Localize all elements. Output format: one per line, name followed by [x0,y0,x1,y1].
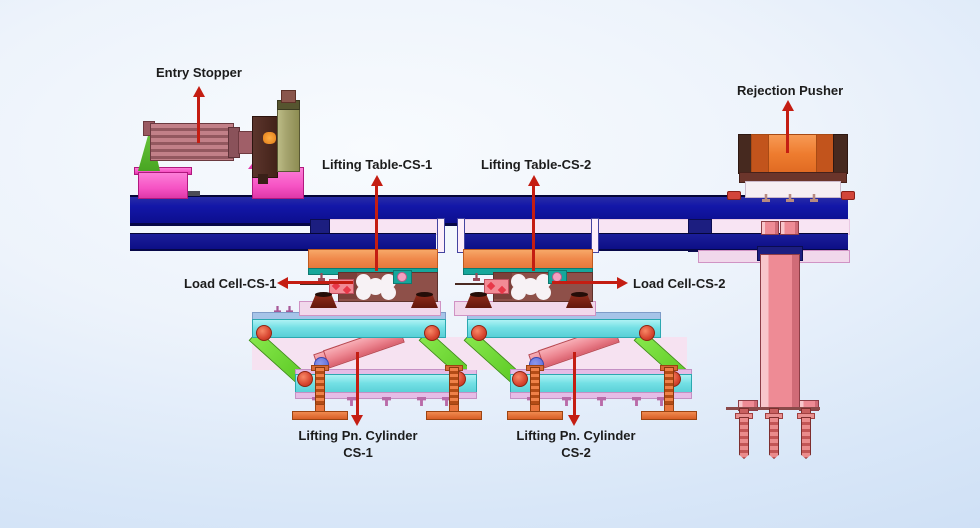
leveling-foot-rod [664,367,674,407]
rail-hanger-bolt [382,397,391,406]
frame-post [591,218,599,253]
lifting-cylinder-cs1-label-line1: Lifting Pn. Cylinder [298,428,418,443]
conveyor-cs2-pivot-pin [471,325,487,341]
table-stud [473,273,480,281]
reservoir-knob [281,90,296,103]
table-stud [318,273,325,281]
lifting-cylinder-cs2-label-line1: Lifting Pn. Cylinder [516,428,636,443]
conveyor-cs2-top-rail [467,319,661,338]
lifting-table-cs2 [463,249,593,270]
conveyor-cs1-pivot-pin [297,371,313,387]
load-cell-cs2-flexure [510,274,554,300]
lifting-cylinder-cs2-leader [573,352,576,416]
load-cell-cs2-leader [552,281,618,284]
column-upper-post [780,221,799,235]
pusher-base-plate [745,181,841,198]
load-cell-cs1-needle [300,283,340,285]
lifting-table-cs1-leader [375,185,378,271]
bracket-bolt [397,272,407,282]
leveling-foot-rod [449,367,459,407]
beam-clamp-bolt [727,191,741,200]
pusher-bolt [810,194,818,202]
lifting-table-cs2-leader [532,185,535,271]
entry-stopper-leader [197,96,200,143]
lifting-table-cs2-label: Lifting Table-CS-2 [481,157,592,172]
rail-hanger-bolt [562,397,571,406]
lifting-table-cs1-arrow [371,175,383,186]
rejection-pusher-body [768,134,818,174]
vibration-mount-cap [571,292,588,297]
conveyor-cs2-pivot-pin [512,371,528,387]
rejection-pusher-arrow [782,100,794,111]
lifting-table-cs2-arrow [528,175,540,186]
vibration-mount [310,295,337,308]
anchor-bolt [769,417,779,459]
load-cell-cs1-label: Load Cell-CS-1 [184,276,277,291]
leveling-foot [641,411,697,420]
rail-hanger-bolt [632,397,641,406]
load-cell-cs1-arrow [277,277,288,289]
lifting-cylinder-cs1-label-line2: CS-1 [343,445,373,460]
rail-stud [274,306,281,313]
pusher-bolt [762,194,770,202]
column-upper-post [761,221,779,235]
frame-post [437,218,445,253]
rail-hanger-bolt [597,397,606,406]
load-cell-cs2-needle [455,283,495,285]
lifting-cylinder-cs1-label: Lifting Pn. Cylinder CS-1 [288,427,428,461]
fitting-glow [263,132,276,144]
entry-stopper-label: Entry Stopper [156,65,242,80]
beam-clamp-bolt [841,191,855,200]
leveling-foot-rod [315,367,325,407]
lower-side-rail-right [463,233,848,251]
lifting-cylinder-cs2-arrow [568,415,580,426]
lifting-cylinder-cs2-label: Lifting Pn. Cylinder CS-2 [506,427,646,461]
entry-stopper-arrow [193,86,205,97]
lifting-cylinder-cs1-arrow [351,415,363,426]
frame-post [457,218,465,253]
leveling-foot [292,411,348,420]
conveyor-cs1-pivot-pin [424,325,440,341]
load-cell-cs2-label: Load Cell-CS-2 [633,276,726,291]
rejection-pusher-leader [786,110,789,153]
leveling-foot-rod [530,367,540,407]
conveyor-cs1-pivot-pin [256,325,272,341]
leveling-foot [426,411,482,420]
conveyor-cs1-top-rail [252,319,446,338]
vibration-mount-cap [416,292,433,297]
rail-hanger-bolt [347,397,356,406]
load-cell-cs2-arrow [617,277,628,289]
rail-hanger-bolt [657,397,666,406]
lifting-cylinder-cs1-leader [356,352,359,416]
vibration-mount [411,295,438,308]
stopper-valve-block [252,116,278,178]
stopper-mount-left [138,172,188,199]
lifting-cylinder-cs2-label-line2: CS-2 [561,445,591,460]
rail-hanger-bolt [442,397,451,406]
leveling-foot [507,411,563,420]
stopper-air-reservoir [277,107,300,172]
rejection-pusher-label: Rejection Pusher [737,83,844,98]
vibration-mount [465,295,492,308]
valve-foot [258,174,268,184]
vibration-mount-cap [315,292,332,297]
rail-hanger-bolt [417,397,426,406]
vibration-mount-cap [470,292,487,297]
lifting-table-cs1-label: Lifting Table-CS-1 [322,157,433,172]
lower-side-rail-left [130,233,436,251]
conveyor-cs2-pivot-pin [639,325,655,341]
anchor-bolt [801,417,811,459]
pusher-bolt [786,194,794,202]
rail-stud [286,306,293,313]
support-column [760,254,800,408]
lifting-table-cs1 [308,249,438,270]
load-cell-cs1-flexure [355,274,399,300]
entry-stopper-cylinder [150,123,234,161]
pusher-end-cap [833,134,848,174]
anchor-bolt [739,417,749,459]
vibration-mount [566,295,593,308]
load-cell-cs1-leader [287,281,353,284]
